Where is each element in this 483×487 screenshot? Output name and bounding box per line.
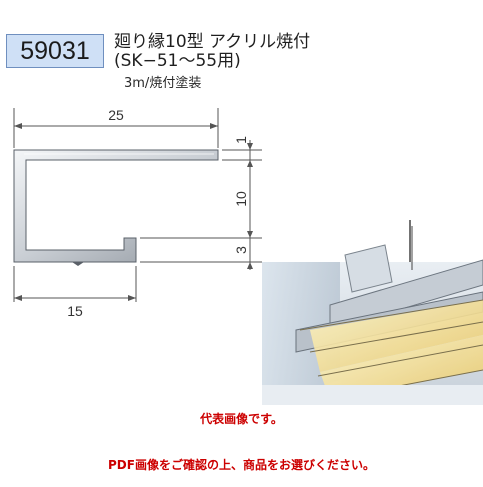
dimension-label-bottom: 15	[67, 303, 83, 319]
dimension-label-height: 10	[233, 191, 249, 207]
profile-shape	[13, 149, 219, 266]
representative-image-note: 代表画像です。	[200, 412, 283, 426]
dimension-right: 1 10 3	[140, 136, 262, 270]
product-spec: 3m/焼付塗装	[124, 76, 202, 91]
dimension-label-top: 25	[108, 107, 124, 123]
product-code: 59031	[6, 34, 104, 68]
pdf-confirm-note: PDF画像をご確認の上、商品をお選びください。	[108, 458, 375, 472]
product-title-line2: (SK−51〜55用)	[114, 51, 241, 71]
dimension-label-gap-top: 1	[233, 136, 249, 144]
dimension-top-width: 25	[13, 107, 219, 148]
installation-illustration	[262, 220, 483, 405]
product-title-line1: 廻り縁10型 アクリル焼付	[114, 32, 311, 52]
dimension-label-gap-bottom: 3	[233, 246, 249, 254]
dimension-bottom-width: 15	[13, 266, 137, 319]
